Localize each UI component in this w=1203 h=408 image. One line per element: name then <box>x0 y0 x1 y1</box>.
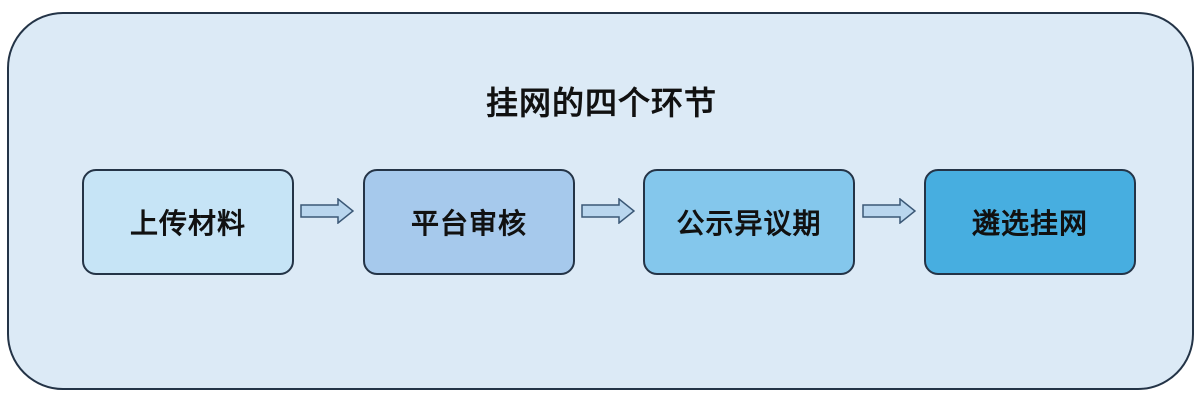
step-1-label: 上传材料 <box>129 207 246 240</box>
step-2-platform-review: 平台审核 <box>363 169 575 275</box>
step-4-label: 遴选挂网 <box>971 207 1088 240</box>
right-arrow-icon <box>862 198 916 224</box>
step-1-upload-materials: 上传材料 <box>82 169 294 275</box>
right-arrow-icon <box>300 198 354 224</box>
step-3-public-objection-period: 公示异议期 <box>643 169 855 275</box>
diagram-title: 挂网的四个环节 <box>485 84 717 122</box>
step-3-label: 公示异议期 <box>676 207 822 240</box>
step-2-label: 平台审核 <box>410 207 527 240</box>
right-arrow-icon <box>581 198 635 224</box>
step-4-selection-listing: 遴选挂网 <box>924 169 1136 275</box>
